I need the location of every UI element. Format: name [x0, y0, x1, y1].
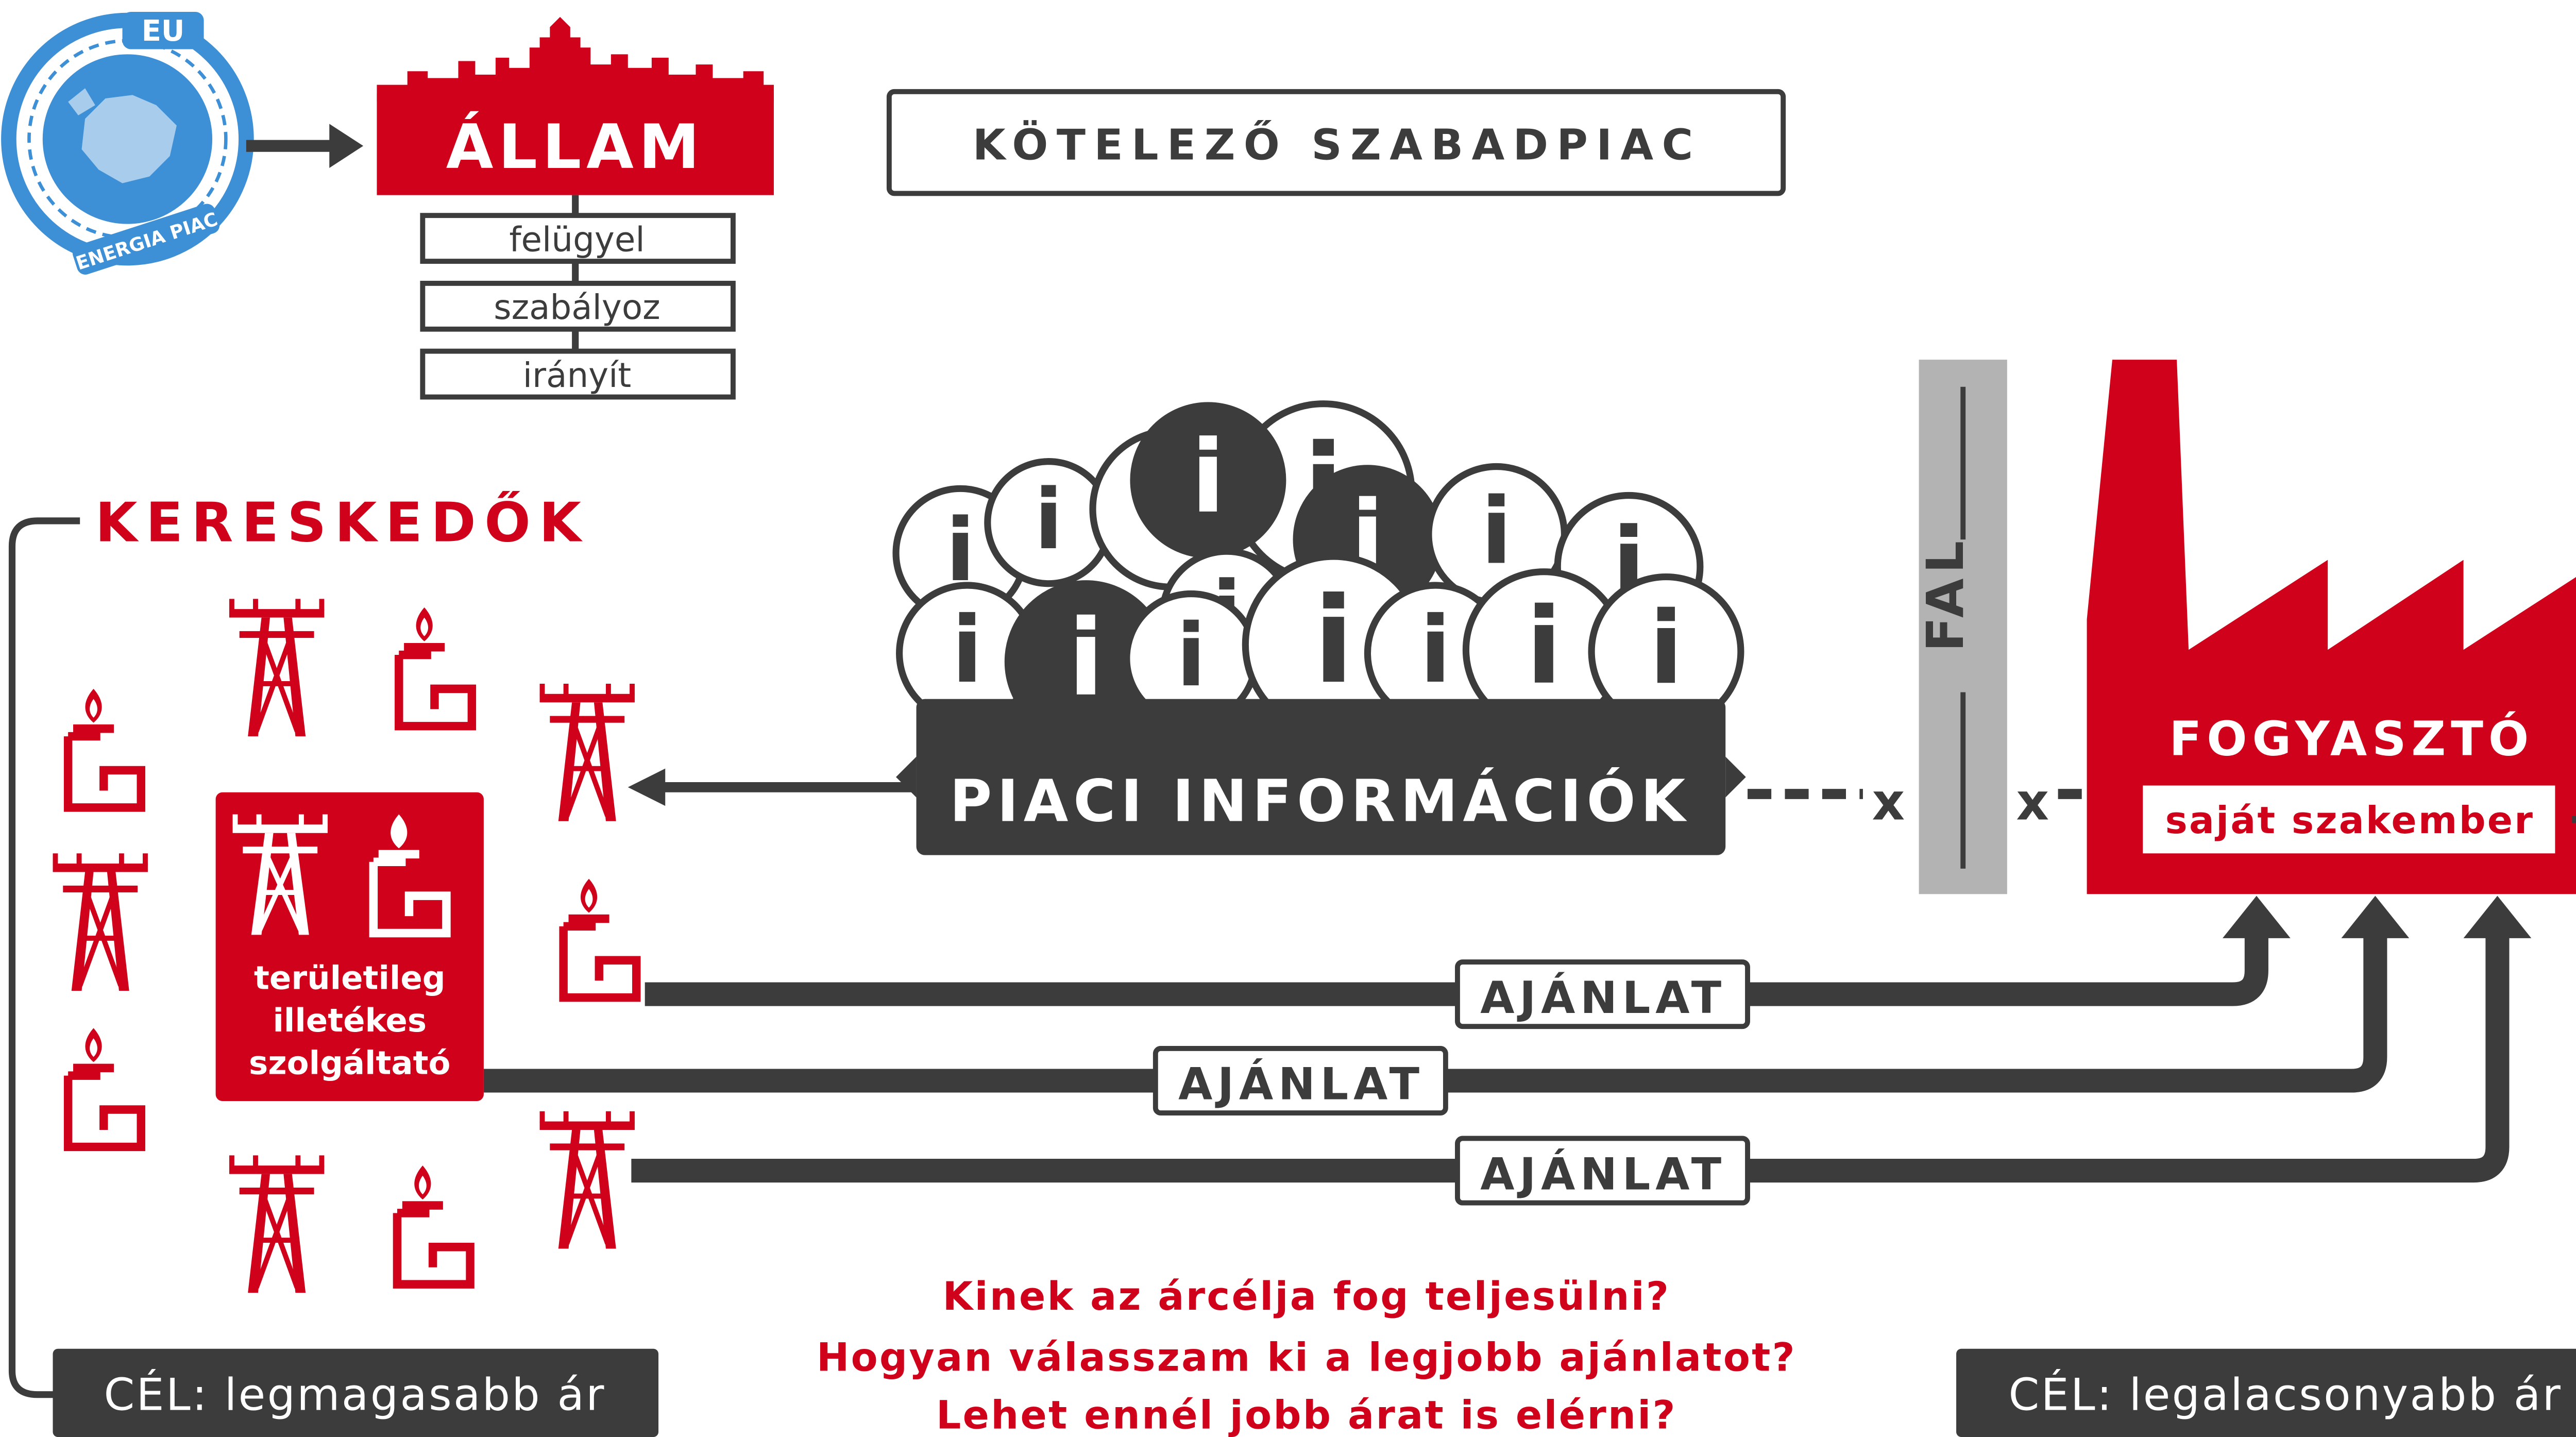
question-1: Kinek az árcélja fog teljesülni?: [943, 1274, 1671, 1319]
state-block: ÁLLAM felügyel szabályoz irányít: [377, 17, 774, 397]
question-3: Lehet ennél jobb árat is elérni?: [936, 1393, 1677, 1437]
gas-flame-pipe-icon: [68, 1028, 141, 1146]
info-bubble-glyph: i: [1526, 586, 1562, 708]
traders-title: KERESKEDŐK: [95, 491, 590, 554]
info-bubble-glyph: i: [1313, 572, 1354, 710]
header-box: KÖTELEZŐ SZABADPIAC: [889, 92, 1783, 194]
info-cloud: iiiiiiiiiiiiiiii PIACI INFORMÁCIÓK: [896, 404, 1746, 855]
gas-flame-pipe-icon: [397, 1165, 470, 1284]
power-pylon-icon: [229, 1155, 324, 1293]
info-bubble-glyph: i: [1649, 590, 1684, 706]
parliament-skyline-icon: [377, 17, 774, 102]
state-role-supervise: felügyel: [509, 219, 645, 259]
info-bubbles-group: iiiiiiiiiiiiiiii: [896, 404, 1741, 740]
consumer-goal: CÉL: legalacsonyabb ár: [2009, 1368, 2563, 1421]
wall: FAL: [1916, 360, 2007, 894]
info-bubble-glyph: i: [1176, 605, 1206, 706]
info-bubble-glyph: i: [1191, 419, 1226, 535]
info-bubble-glyph: i: [952, 597, 983, 703]
power-pylon-icon: [540, 684, 635, 821]
eu-badge-top-label: EU: [142, 14, 185, 48]
eu-energy-market-badge-icon: EU ENERGIA PIAC: [9, 12, 246, 277]
state-title: ÁLLAM: [446, 111, 705, 182]
header-title: KÖTELEZŐ SZABADPIAC: [973, 120, 1702, 170]
gas-flame-pipe-icon: [68, 689, 141, 807]
offer-label-1: AJÁNLAT: [1480, 972, 1726, 1024]
offer-label-2: AJÁNLAT: [1178, 1059, 1425, 1110]
offer-arrow-1: AJÁNLAT: [645, 896, 2291, 1027]
question-2: Hogyan válasszam ki a legjobb ajánlatot?: [817, 1335, 1797, 1380]
eu-to-state-arrow-icon: [246, 124, 363, 168]
consumer-goal-box: CÉL: legalacsonyabb ár: [1956, 1349, 2576, 1437]
blocked-mark-left: x: [1872, 772, 1905, 832]
power-pylon-icon: [53, 853, 148, 991]
offer-label-3: AJÁNLAT: [1480, 1148, 1726, 1200]
local-provider-line-1: területileg: [254, 959, 446, 997]
local-provider-line-2: illetékes: [273, 1002, 427, 1039]
power-pylon-icon: [229, 599, 324, 736]
trader-goal-box: CÉL: legmagasabb ár: [53, 1349, 659, 1437]
consumer-block: FOGYASZTÓ saját szakember: [2087, 360, 2576, 894]
consumer-title: FOGYASZTÓ: [2169, 710, 2534, 766]
gas-flame-pipe-icon: [399, 607, 472, 726]
wall-label: FAL: [1916, 536, 1975, 652]
consumer-bracket-line: [2572, 819, 2576, 1394]
info-bubble-glyph: i: [1420, 597, 1451, 703]
consumer-expert: saját szakember: [2165, 799, 2535, 842]
local-provider-box: területileg illetékes szolgáltató: [216, 792, 484, 1101]
state-role-direct: irányít: [523, 356, 632, 395]
gas-flame-pipe-icon: [564, 879, 637, 998]
info-bubble-glyph: i: [1035, 471, 1063, 568]
blocked-mark-right: x: [2016, 772, 2049, 832]
local-provider-line-3: szolgáltató: [249, 1044, 450, 1081]
info-bubble-icon: i: [1133, 405, 1283, 555]
market-info-label: PIACI INFORMÁCIÓK: [950, 767, 1690, 835]
traders-bracket-line: [12, 521, 80, 1395]
trader-goal: CÉL: legmagasabb ár: [104, 1368, 606, 1421]
info-bubble-glyph: i: [1481, 478, 1512, 585]
info-to-traders-arrow-icon: [628, 769, 917, 806]
state-role-regulate: szabályoz: [494, 288, 660, 327]
power-pylon-icon: [540, 1111, 635, 1249]
